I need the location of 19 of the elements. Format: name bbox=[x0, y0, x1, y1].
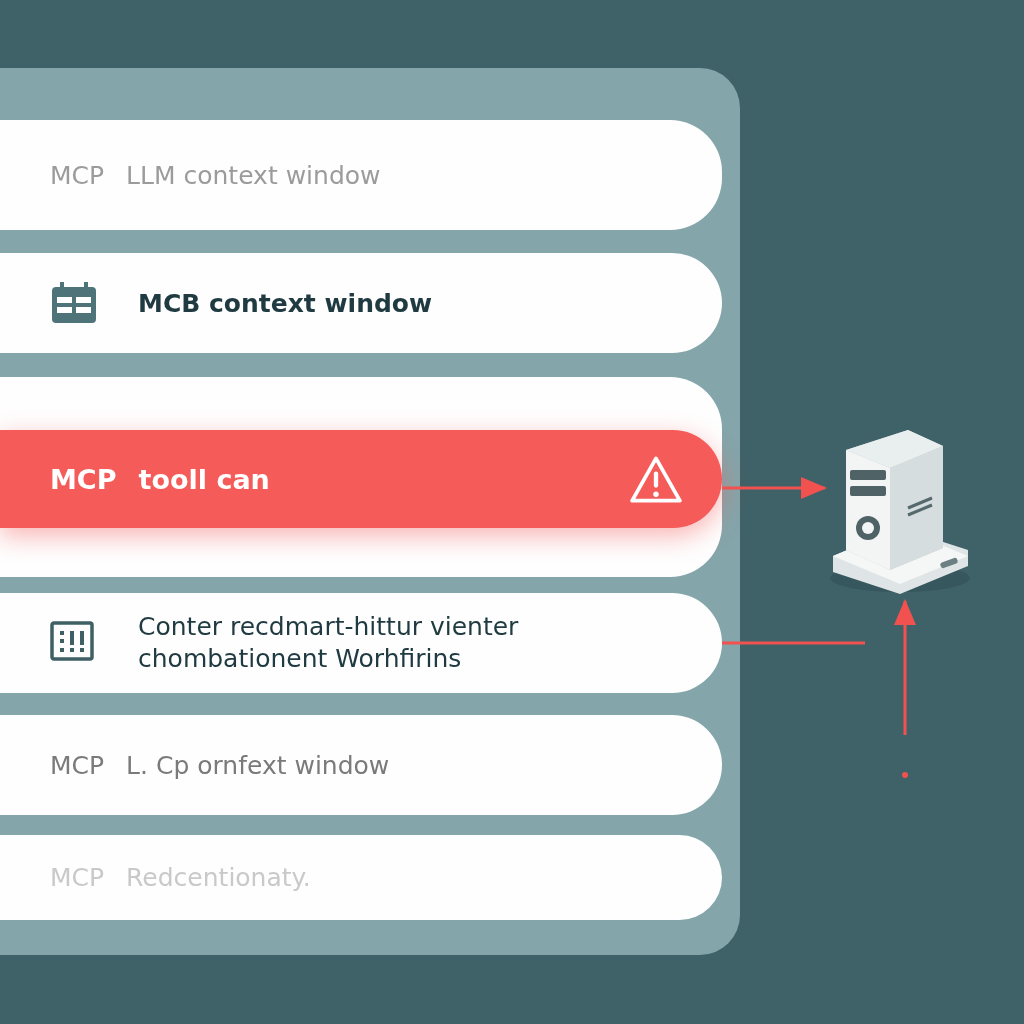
list-panel bbox=[0, 68, 740, 955]
item-text: MCB context window bbox=[138, 288, 433, 318]
prefix-label: MCP bbox=[50, 750, 105, 780]
connector-line bbox=[722, 641, 865, 645]
list-row bbox=[0, 715, 722, 815]
arrow bbox=[722, 477, 827, 499]
item-text: L. Cp ornfext window bbox=[126, 750, 390, 780]
item-text: LLM context window bbox=[126, 160, 381, 190]
prefix-label: MCP bbox=[50, 160, 105, 190]
arrow bbox=[894, 599, 916, 735]
list-row bbox=[0, 593, 722, 693]
list-row bbox=[0, 120, 722, 230]
list-row bbox=[0, 835, 722, 920]
item-text: Conter recdmart-hittur vienter chombationent Worhfirins bbox=[138, 610, 520, 675]
item-text: tooll can bbox=[138, 463, 270, 495]
list-row bbox=[0, 377, 722, 577]
list-row bbox=[0, 253, 722, 353]
highlighted-row bbox=[0, 430, 722, 528]
prefix-label: MCP bbox=[50, 463, 117, 495]
